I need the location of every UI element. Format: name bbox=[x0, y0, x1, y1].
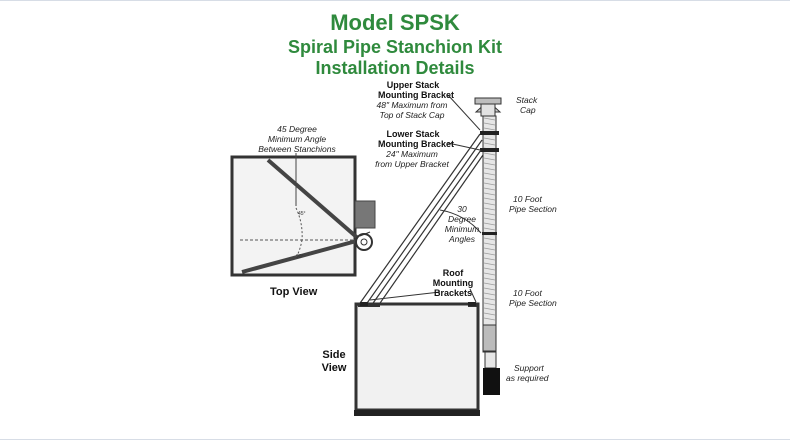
stanchion-left bbox=[357, 133, 483, 307]
top-view-angle-arc-lower bbox=[295, 239, 303, 259]
pipe-seam-line bbox=[483, 192, 496, 196]
pipe-seam-line bbox=[483, 197, 496, 201]
pipe-seam-line bbox=[483, 252, 496, 256]
pipe-seam-line bbox=[483, 242, 496, 246]
pipe-seam-line bbox=[483, 207, 496, 211]
pipe-seam-line bbox=[483, 182, 496, 186]
upper-bracket-leader bbox=[447, 94, 481, 131]
min-angles-label: 30 Degree Minimum Angles bbox=[444, 204, 480, 244]
pipe-seam-line bbox=[483, 172, 496, 176]
frame-top-border bbox=[0, 0, 790, 1]
pipe-seam-line bbox=[483, 117, 496, 121]
pipe-seam-line bbox=[483, 137, 496, 141]
min-angle-arc bbox=[439, 209, 482, 234]
pipe-seam-line bbox=[483, 297, 496, 301]
pipe-seam-line bbox=[483, 287, 496, 291]
top-view-label: Top View bbox=[270, 286, 318, 298]
pipe-seam-line bbox=[483, 202, 496, 206]
support-label: Support as required bbox=[506, 363, 549, 383]
pipe-seam-line bbox=[483, 212, 496, 216]
pipe-seam-line bbox=[483, 142, 496, 146]
roof-mounting-bracket-left bbox=[360, 302, 368, 306]
roof-brackets-label: Roof Mounting Brackets bbox=[432, 268, 474, 298]
side-view-label: Side View bbox=[321, 349, 347, 374]
top-view-angle-arc-upper bbox=[295, 207, 303, 241]
pipe-seam-line bbox=[483, 317, 496, 321]
lower-stack-mounting-bracket bbox=[480, 148, 499, 152]
roof-mounting-bracket-right bbox=[468, 302, 476, 306]
side-view-drawing bbox=[354, 94, 502, 416]
top-view-drawing bbox=[230, 153, 376, 277]
stack-cap bbox=[474, 97, 502, 105]
small-angle-label-45: 45° bbox=[298, 211, 306, 217]
top-view-curb bbox=[354, 200, 376, 229]
title-installation: Installation Details bbox=[315, 58, 475, 78]
pipe-seam-line bbox=[483, 312, 496, 316]
pipe-seam-line bbox=[483, 222, 496, 226]
pipe-seam-line bbox=[483, 127, 496, 131]
roof-bracket-leader bbox=[469, 288, 477, 303]
pipe-seam-line bbox=[483, 277, 496, 281]
top-view-stanchion-lower bbox=[241, 238, 361, 274]
pipe-seam-line bbox=[483, 217, 496, 221]
title-product: Spiral Pipe Stanchion Kit bbox=[287, 37, 503, 57]
pipe-section-lower-label: 10 Foot Pipe Section bbox=[509, 288, 557, 308]
stack-cap-label: Stack Cap bbox=[516, 95, 538, 115]
side-view-roof-base bbox=[354, 410, 480, 416]
pipe-seam-line bbox=[483, 257, 496, 261]
pipe-seam-line bbox=[483, 227, 496, 231]
stanchion-right bbox=[370, 149, 484, 307]
title-model: Model SPSK bbox=[330, 10, 460, 35]
pipe-seam-line bbox=[483, 187, 496, 191]
upper-stack-mounting-bracket bbox=[480, 131, 499, 135]
pipe-seam-line bbox=[483, 157, 496, 161]
pipe-seam-line bbox=[483, 247, 496, 251]
pipe-seam-line bbox=[483, 307, 496, 311]
lower-bracket-title: Lower Stack Mounting Bracket bbox=[378, 129, 455, 149]
pipe-joint bbox=[482, 232, 497, 235]
pipe-seam-line bbox=[483, 292, 496, 296]
lower-bracket-note: 24" Maximum from Upper Bracket bbox=[375, 149, 449, 169]
support-block bbox=[483, 368, 500, 395]
pipe-seam-line bbox=[483, 152, 496, 156]
pipe-seam-line bbox=[483, 122, 496, 126]
pipe-seam-line bbox=[483, 237, 496, 241]
pipe-seam-line bbox=[483, 177, 496, 181]
pipe-section-upper-label: 10 Foot Pipe Section bbox=[509, 194, 557, 214]
pipe-seam-line bbox=[483, 267, 496, 271]
pipe-seam-line bbox=[483, 302, 496, 306]
upper-bracket-title: Upper Stack Mounting Bracket bbox=[378, 80, 455, 100]
side-view-roof-box bbox=[354, 302, 480, 412]
lower-bracket-leader bbox=[447, 142, 481, 151]
pipe-seam-line bbox=[483, 162, 496, 166]
top-view-stanchion-upper bbox=[266, 158, 362, 242]
pipe-seam-line bbox=[483, 167, 496, 171]
upper-bracket-note: 48" Maximum from Top of Stack Cap bbox=[376, 100, 448, 120]
pipe-seam-line bbox=[483, 272, 496, 276]
top-view-angle-label: 45 Degree Minimum Angle Between Stanchio… bbox=[258, 124, 336, 154]
pipe-seam-line bbox=[483, 282, 496, 286]
pipe-seam-line bbox=[483, 262, 496, 266]
small-angle-label-90: 90° bbox=[296, 254, 304, 260]
